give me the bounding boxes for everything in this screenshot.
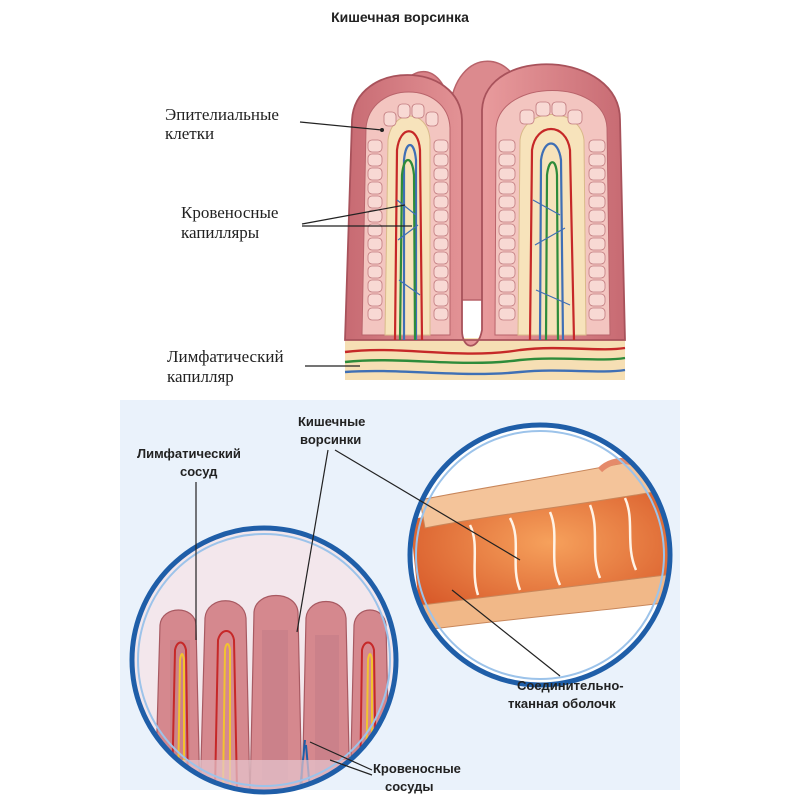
leader-capillaries-a xyxy=(301,204,406,225)
villus-right-core xyxy=(517,114,587,336)
tube-bottom-layer xyxy=(421,571,670,631)
label-capillaries-l2: капилляры xyxy=(181,223,260,242)
label-lymph-capillary-l2: капилляр xyxy=(167,367,234,386)
label-epithelial-cells-l2: клетки xyxy=(165,124,214,143)
capillaries-left xyxy=(393,130,424,341)
intestine-tube-circle xyxy=(407,422,673,688)
leader-blood-vessels-a xyxy=(309,741,373,771)
label-capillaries-l1: Кровеносные xyxy=(181,203,278,222)
label-villi-l2: ворсинки xyxy=(300,432,361,447)
right-circle-inner-ring xyxy=(415,430,665,680)
label-lymph-vessel-l1: Лимфатический xyxy=(137,446,241,461)
right-circle-border xyxy=(407,422,673,688)
leader-connective xyxy=(451,589,561,677)
tube-folds xyxy=(468,497,638,596)
leader-blood-vessels-b xyxy=(329,759,373,776)
base-vessels xyxy=(344,346,626,376)
bottom-labels: Лимфатический сосуд Кишечные ворсинки Со… xyxy=(137,414,624,794)
capillaries-right xyxy=(528,127,576,341)
label-blood-vessels-l1: Кровеносные xyxy=(373,761,461,776)
diagram-title: Кишечная ворсинка xyxy=(331,9,469,25)
leader-epithelial xyxy=(299,121,383,131)
left-circle-inner-ring xyxy=(137,533,391,787)
label-connective-l2: тканная оболочк xyxy=(508,696,616,711)
label-blood-vessels-l2: сосуды xyxy=(385,779,434,794)
villus-section xyxy=(344,60,626,380)
leader-villi-a xyxy=(296,449,329,633)
label-villi-l1: Кишечные xyxy=(298,414,365,429)
epithelial-cells-left xyxy=(367,103,449,321)
label-lymph-vessel-l2: сосуд xyxy=(180,464,218,479)
leader-dot-epithelial xyxy=(380,128,384,132)
epithelial-cells-right xyxy=(498,101,606,321)
top-labels: Эпителиальные клетки Кровеносные капилля… xyxy=(165,105,412,386)
label-epithelial-cells-l1: Эпителиальные xyxy=(165,105,279,124)
left-circle-border xyxy=(129,525,399,795)
closeup-vessels xyxy=(171,630,377,791)
label-connective-l1: Соединительно- xyxy=(517,678,624,693)
label-lymph-capillary-l1: Лимфатический xyxy=(167,347,284,366)
leader-villi-b xyxy=(334,449,521,561)
